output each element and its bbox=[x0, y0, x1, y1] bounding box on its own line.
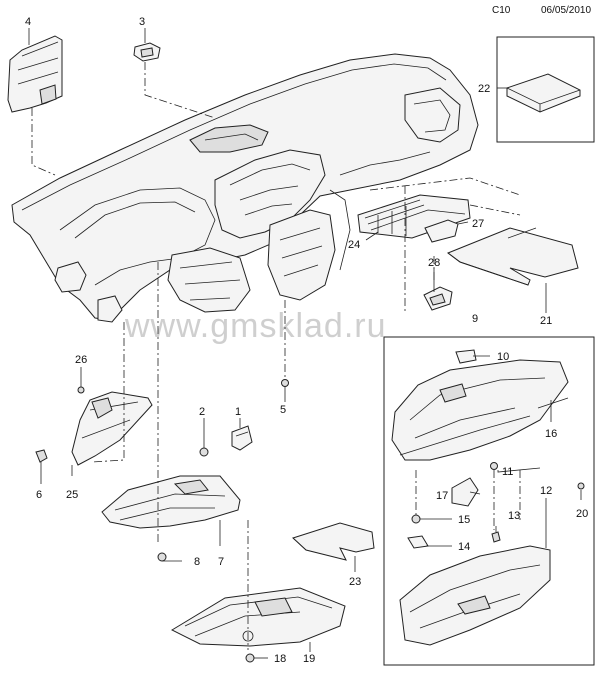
part-27-bracket bbox=[424, 219, 459, 243]
callout-15: 15 bbox=[458, 514, 470, 526]
part-26-screw bbox=[77, 386, 85, 394]
part-7-lower-panel bbox=[101, 475, 241, 529]
callout-24: 24 bbox=[348, 239, 360, 251]
callout-1: 1 bbox=[235, 406, 241, 418]
callout-12: 12 bbox=[540, 485, 552, 497]
callout-20: 20 bbox=[576, 508, 588, 520]
header-date: 06/05/2010 bbox=[541, 5, 591, 16]
part-14-pin bbox=[407, 535, 429, 549]
part-21-insulator bbox=[446, 227, 579, 286]
part-18-screw bbox=[245, 653, 255, 663]
callout-7: 7 bbox=[218, 556, 224, 568]
part-4-end-cover bbox=[7, 35, 63, 113]
leader-lines bbox=[28, 28, 582, 659]
callout-5: 5 bbox=[280, 404, 286, 416]
callout-26: 26 bbox=[75, 354, 87, 366]
watermark: www.gmsklad.ru bbox=[124, 307, 387, 345]
header-code: C10 bbox=[492, 5, 511, 16]
part-11-screw bbox=[490, 462, 498, 470]
callout-18: 18 bbox=[274, 653, 286, 665]
callout-10: 10 bbox=[497, 351, 509, 363]
part-22-pad bbox=[506, 73, 581, 113]
part-3-clip bbox=[133, 42, 161, 62]
part-6-clip bbox=[35, 449, 48, 463]
callout-28: 28 bbox=[428, 257, 440, 269]
alignment-lines bbox=[31, 62, 521, 650]
callout-25: 25 bbox=[66, 489, 78, 501]
part-16-rod bbox=[537, 397, 569, 409]
callout-9: 9 bbox=[472, 313, 478, 325]
instrument-panel bbox=[11, 53, 479, 323]
part-1-bracket bbox=[231, 425, 253, 451]
part-13-clip bbox=[491, 531, 501, 543]
part-8-screw bbox=[157, 552, 167, 562]
callout-17: 17 bbox=[436, 490, 448, 502]
part-28-bracket bbox=[423, 286, 453, 311]
callout-23: 23 bbox=[349, 576, 361, 588]
part-17-damper bbox=[451, 477, 479, 507]
part-20-screw bbox=[577, 482, 585, 490]
callouts: 4 3 22 27 24 28 21 9 26 2 1 5 6 25 8 7 2… bbox=[25, 16, 588, 665]
part-9-glovebox-housing bbox=[391, 359, 569, 461]
callout-3: 3 bbox=[139, 16, 145, 28]
callout-16: 16 bbox=[545, 428, 557, 440]
part-10-latch bbox=[455, 349, 477, 364]
part-12-glovebox-door bbox=[399, 545, 551, 646]
callout-14: 14 bbox=[458, 541, 470, 553]
part-5-screw bbox=[281, 379, 289, 387]
callout-19: 19 bbox=[303, 653, 315, 665]
part-15-washer bbox=[411, 514, 421, 524]
callout-13: 13 bbox=[508, 510, 520, 522]
callout-21: 21 bbox=[540, 315, 552, 327]
callout-4: 4 bbox=[25, 16, 31, 28]
part-2-screw bbox=[199, 447, 209, 457]
part-19-tray bbox=[170, 587, 346, 647]
detail-box-9 bbox=[383, 336, 595, 666]
part-23-pad bbox=[292, 522, 375, 561]
callout-8: 8 bbox=[194, 556, 200, 568]
callout-27: 27 bbox=[472, 218, 484, 230]
callout-22: 22 bbox=[478, 83, 490, 95]
callout-6: 6 bbox=[36, 489, 42, 501]
callout-2: 2 bbox=[199, 406, 205, 418]
part-25-knee-trim bbox=[71, 391, 153, 466]
detail-box-22 bbox=[496, 36, 595, 143]
callout-11: 11 bbox=[502, 466, 513, 478]
